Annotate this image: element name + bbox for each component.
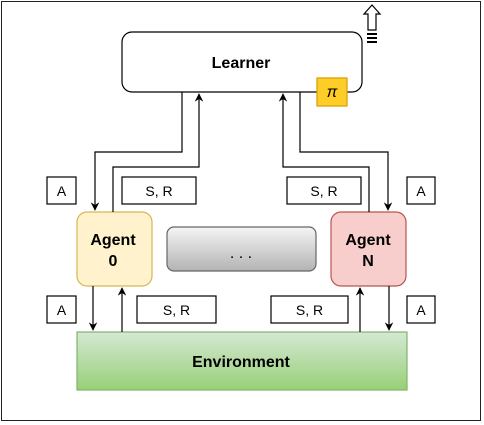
policy-label: π: [327, 84, 338, 101]
edge-label-action-upper-left: A: [46, 176, 77, 205]
edge-label-state-reward-upper-right: S, R: [286, 176, 362, 205]
edge-agent-first-to-learner: [112, 93, 204, 212]
action-label: A: [57, 302, 67, 318]
agent-last-label: Agent: [345, 232, 391, 249]
export-arrow-icon[interactable]: [362, 4, 382, 43]
environment-label: Environment: [192, 354, 290, 371]
edge-label-action-lower-left: A: [46, 295, 77, 324]
policy-node[interactable]: π: [316, 77, 348, 107]
action-label: A: [416, 302, 426, 318]
edge-label-action-lower-right: A: [406, 295, 436, 324]
state-reward-label: S, R: [163, 302, 190, 318]
edge-learner-to-agent-last: [299, 92, 393, 211]
agent-last-index: N: [362, 253, 374, 270]
ellipsis-label: . . .: [230, 245, 252, 262]
action-label: A: [416, 183, 426, 199]
action-label: A: [57, 183, 67, 199]
environment-node[interactable]: Environment: [76, 331, 408, 391]
agent-last-node[interactable]: Agent N: [330, 211, 407, 287]
state-reward-label: S, R: [145, 183, 172, 199]
state-reward-label: S, R: [310, 183, 337, 199]
agent-first-label: Agent: [90, 232, 136, 249]
edge-agent-last-to-learner: [278, 93, 370, 212]
edge-label-action-upper-right: A: [406, 176, 436, 205]
agent-first-index: 0: [109, 253, 118, 270]
edge-learner-to-agent-first: [90, 92, 183, 211]
state-reward-label: S, R: [296, 302, 323, 318]
learner-node[interactable]: Learner: [121, 31, 363, 93]
learner-label: Learner: [212, 55, 271, 72]
edge-label-state-reward-lower-right: S, R: [270, 295, 349, 324]
agent-first-node[interactable]: Agent 0: [76, 211, 153, 287]
edge-label-state-reward-upper-left: S, R: [121, 176, 197, 205]
edge-label-state-reward-lower-left: S, R: [136, 295, 217, 324]
ellipsis-node: . . .: [166, 226, 317, 272]
